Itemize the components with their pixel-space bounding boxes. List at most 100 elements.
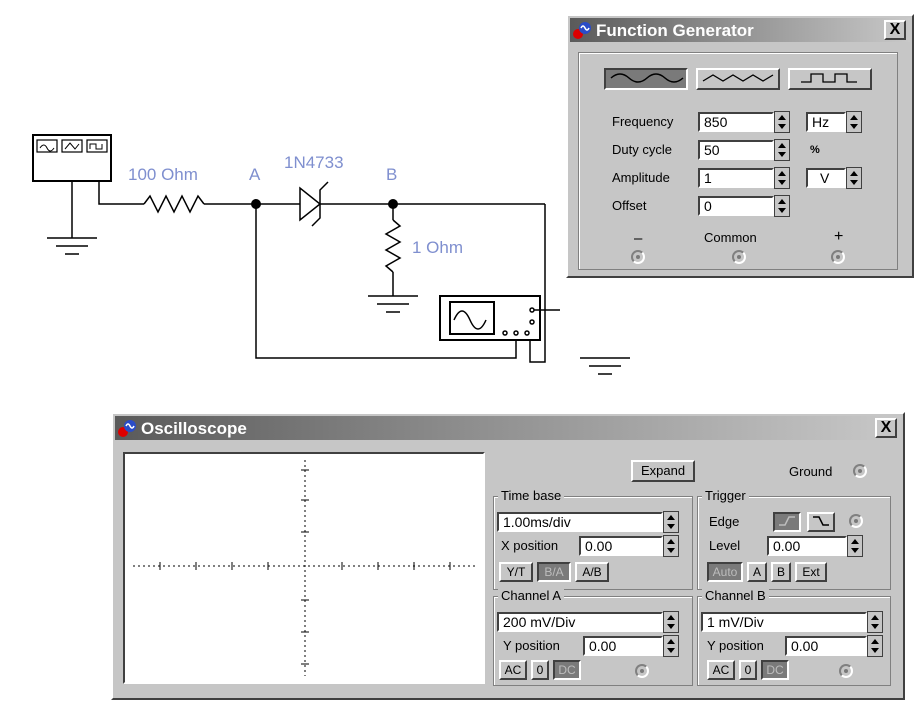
resistor-1-label: 1 Ohm bbox=[412, 238, 464, 257]
app-icon bbox=[118, 420, 136, 437]
generator-panel bbox=[578, 52, 898, 270]
channel-b-scale-field[interactable]: 1 mV/Div bbox=[701, 612, 867, 632]
channel-a-title: Channel A bbox=[498, 588, 564, 603]
amplitude-field[interactable]: 1 bbox=[698, 168, 774, 188]
frequency-unit-field[interactable]: Hz bbox=[806, 112, 846, 132]
resistor-100-label: 100 Ohm bbox=[128, 165, 198, 184]
diode-label: 1N4733 bbox=[284, 153, 344, 172]
square-wave-button[interactable] bbox=[788, 68, 872, 90]
channel-b-group: Channel B bbox=[697, 588, 891, 686]
trigger-group: Trigger bbox=[697, 488, 891, 590]
triangle-wave-button[interactable] bbox=[696, 68, 780, 90]
channel-b-scale-spinner[interactable] bbox=[867, 611, 883, 633]
sine-wave-icon bbox=[610, 73, 684, 83]
function-generator-symbol bbox=[32, 134, 112, 182]
channel-b-ypos-spinner[interactable] bbox=[867, 635, 883, 657]
duty-cycle-label: Duty cycle bbox=[612, 142, 672, 157]
channel-a-ypos-label: Y position bbox=[503, 638, 560, 653]
channel-a-scale-field[interactable]: 200 mV/Div bbox=[497, 612, 663, 632]
node-a-label: A bbox=[249, 165, 261, 184]
channel-b-dc-button[interactable]: DC bbox=[761, 660, 789, 680]
oscilloscope-titlebar[interactable]: Oscilloscope X bbox=[115, 416, 901, 440]
falling-edge-icon bbox=[813, 516, 829, 526]
triangle-wave-icon bbox=[702, 74, 774, 82]
edge-label: Edge bbox=[709, 514, 740, 529]
function-generator-titlebar[interactable]: Function Generator X bbox=[570, 18, 910, 42]
scope-screen bbox=[123, 452, 485, 684]
auto-trigger-button[interactable]: Auto bbox=[707, 562, 743, 582]
channel-a-scale-spinner[interactable] bbox=[663, 611, 679, 633]
common-terminal-label: Common bbox=[704, 230, 757, 245]
ba-mode-button[interactable]: B/A bbox=[537, 562, 571, 582]
expand-button[interactable]: Expand bbox=[631, 460, 695, 482]
square-wave-icon bbox=[801, 73, 857, 83]
level-field[interactable]: 0.00 bbox=[767, 536, 847, 556]
edge-terminal[interactable] bbox=[849, 514, 863, 528]
amplitude-spinner[interactable] bbox=[774, 167, 790, 189]
channel-b-title: Channel B bbox=[702, 588, 769, 603]
trigger-b-button[interactable]: B bbox=[771, 562, 791, 582]
falling-edge-button[interactable] bbox=[807, 512, 835, 532]
oscilloscope-title: Oscilloscope bbox=[141, 419, 247, 438]
trigger-ext-button[interactable]: Ext bbox=[795, 562, 827, 582]
trigger-a-button[interactable]: A bbox=[747, 562, 767, 582]
time-base-field[interactable]: 1.00ms/div bbox=[497, 512, 663, 532]
offset-field[interactable]: 0 bbox=[698, 196, 774, 216]
oscilloscope-window: Oscilloscope X Expand Ground bbox=[111, 412, 905, 700]
minus-terminal-label: – bbox=[634, 230, 643, 247]
level-spinner[interactable] bbox=[847, 535, 863, 557]
close-button[interactable]: X bbox=[884, 20, 906, 40]
function-generator-window: Function Generator X Frequency 850 Hz Du… bbox=[566, 14, 914, 278]
time-base-title: Time base bbox=[498, 488, 565, 503]
channel-b-ac-button[interactable]: AC bbox=[707, 660, 735, 680]
function-generator-title: Function Generator bbox=[596, 21, 754, 40]
offset-spinner[interactable] bbox=[774, 195, 790, 217]
channel-a-zero-button[interactable]: 0 bbox=[531, 660, 549, 680]
trigger-title: Trigger bbox=[702, 488, 749, 503]
app-icon bbox=[573, 22, 591, 39]
channel-a-ac-button[interactable]: AC bbox=[499, 660, 527, 680]
ab-mode-button[interactable]: A/B bbox=[575, 562, 609, 582]
oscilloscope-symbol bbox=[439, 295, 541, 341]
plus-terminal-label: + bbox=[834, 228, 844, 245]
frequency-unit-spinner[interactable] bbox=[846, 111, 862, 133]
ground-terminal[interactable] bbox=[853, 464, 867, 478]
channel-a-ypos-field[interactable]: 0.00 bbox=[583, 636, 663, 656]
x-position-label: X position bbox=[501, 538, 559, 553]
scope-ground-symbol bbox=[580, 357, 630, 375]
time-base-group: Time base bbox=[493, 488, 693, 590]
channel-a-terminal[interactable] bbox=[635, 664, 649, 678]
rising-edge-icon bbox=[779, 516, 795, 526]
common-terminal[interactable] bbox=[732, 250, 746, 264]
scope-graticule bbox=[133, 460, 475, 676]
yt-mode-button[interactable]: Y/T bbox=[499, 562, 533, 582]
rising-edge-button[interactable] bbox=[773, 512, 801, 532]
amplitude-label: Amplitude bbox=[612, 170, 670, 185]
level-label: Level bbox=[709, 538, 741, 553]
channel-b-ypos-field[interactable]: 0.00 bbox=[785, 636, 867, 656]
close-button[interactable]: X bbox=[875, 418, 897, 438]
minus-terminal[interactable] bbox=[631, 250, 645, 264]
node-b-label: B bbox=[386, 165, 398, 184]
channel-a-group: Channel A bbox=[493, 588, 693, 686]
duty-cycle-spinner[interactable] bbox=[774, 139, 790, 161]
offset-label: Offset bbox=[612, 198, 647, 213]
x-position-spinner[interactable] bbox=[663, 535, 679, 557]
amplitude-unit-field[interactable]: V bbox=[806, 168, 846, 188]
channel-b-ypos-label: Y position bbox=[707, 638, 764, 653]
channel-a-dc-button[interactable]: DC bbox=[553, 660, 581, 680]
channel-a-ypos-spinner[interactable] bbox=[663, 635, 679, 657]
channel-b-zero-button[interactable]: 0 bbox=[739, 660, 757, 680]
frequency-field[interactable]: 850 bbox=[698, 112, 774, 132]
channel-b-terminal[interactable] bbox=[839, 664, 853, 678]
amplitude-unit-spinner[interactable] bbox=[846, 167, 862, 189]
frequency-spinner[interactable] bbox=[774, 111, 790, 133]
circuit-schematic bbox=[32, 134, 560, 363]
x-position-field[interactable]: 0.00 bbox=[579, 536, 663, 556]
plus-terminal[interactable] bbox=[831, 250, 845, 264]
frequency-label: Frequency bbox=[612, 114, 674, 129]
duty-cycle-field[interactable]: 50 bbox=[698, 140, 774, 160]
sine-wave-button[interactable] bbox=[604, 68, 688, 90]
time-base-spinner[interactable] bbox=[663, 511, 679, 533]
ground-label: Ground bbox=[789, 464, 833, 479]
